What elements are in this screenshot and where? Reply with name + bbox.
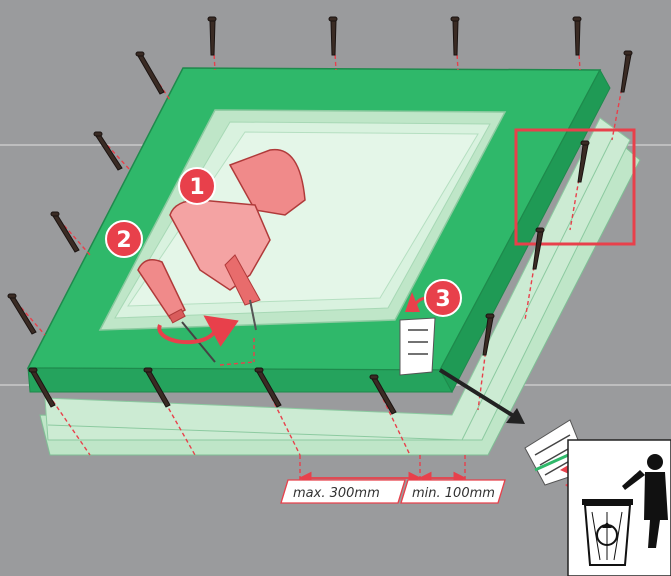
instruction-label-icon [399,292,436,376]
screw-icon [143,367,171,408]
max-spacing-label: max. 300mm [293,486,380,501]
screw-icon [135,51,165,95]
recycling-bin-icon [567,439,671,576]
screw-icon [620,50,633,93]
disposal-arrow [438,368,525,424]
window-frame-lower-layers [39,117,641,456]
screw-icon [369,374,397,415]
step-badge-2: 2 [105,220,143,258]
rotation-arrow-icon [157,315,239,347]
screw-icon [577,140,590,183]
screwdriver-icon [137,259,239,363]
step-number: 1 [189,175,204,200]
screw-icon [7,293,37,335]
dimension-min-edge: min. 100mm [400,471,506,504]
drill-icon [169,148,306,331]
screw-icon [93,131,123,171]
screw-icon [450,16,460,56]
screw-icon [532,227,545,270]
screws [7,16,633,415]
step-badge-1: 1 [178,167,216,205]
screw-icon [50,211,80,253]
dimension-max-spacing: max. 300mm [280,471,422,504]
screw-icon [482,313,495,356]
step-number: 2 [116,228,131,253]
person-throwing-icon [622,454,668,548]
screw-icon [328,16,338,56]
screw-icon [207,16,217,56]
min-edge-label: min. 100mm [412,486,495,501]
screw-icon [28,367,56,408]
step-badge-3: 3 [424,279,462,317]
screw-icon [254,367,282,408]
detail-highlight-box [514,128,636,246]
step-number: 3 [435,287,450,312]
screw-icon [572,16,582,56]
